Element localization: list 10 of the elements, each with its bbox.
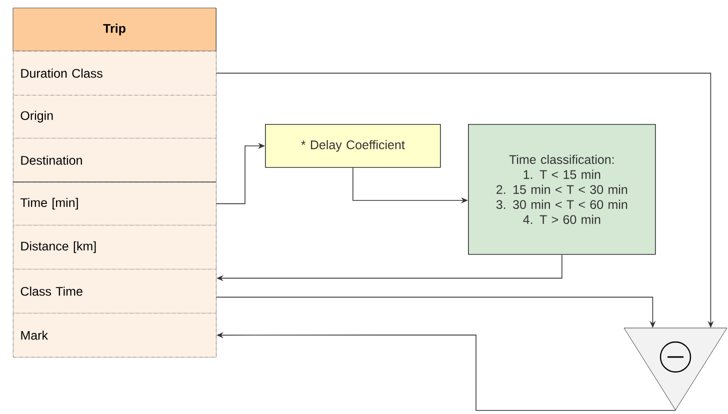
table-row: Distance [km] bbox=[13, 225, 216, 270]
subtraction-triangle-drawing bbox=[624, 328, 728, 410]
classification-box: Time classification: 1. T < 15 min 2. 15 min < T < 30 min 3. 30 min < T < 60 min 4. T > 60 min bbox=[468, 124, 656, 255]
table-row: Duration Class bbox=[13, 51, 216, 96]
table-row: Destination bbox=[13, 138, 216, 182]
table-row: Origin bbox=[13, 95, 216, 138]
table-row: Time [min] bbox=[13, 182, 216, 226]
note-box: * Delay Coefficient bbox=[265, 124, 441, 168]
table-row: Mark bbox=[13, 313, 216, 358]
table-row: Class Time bbox=[13, 269, 216, 314]
